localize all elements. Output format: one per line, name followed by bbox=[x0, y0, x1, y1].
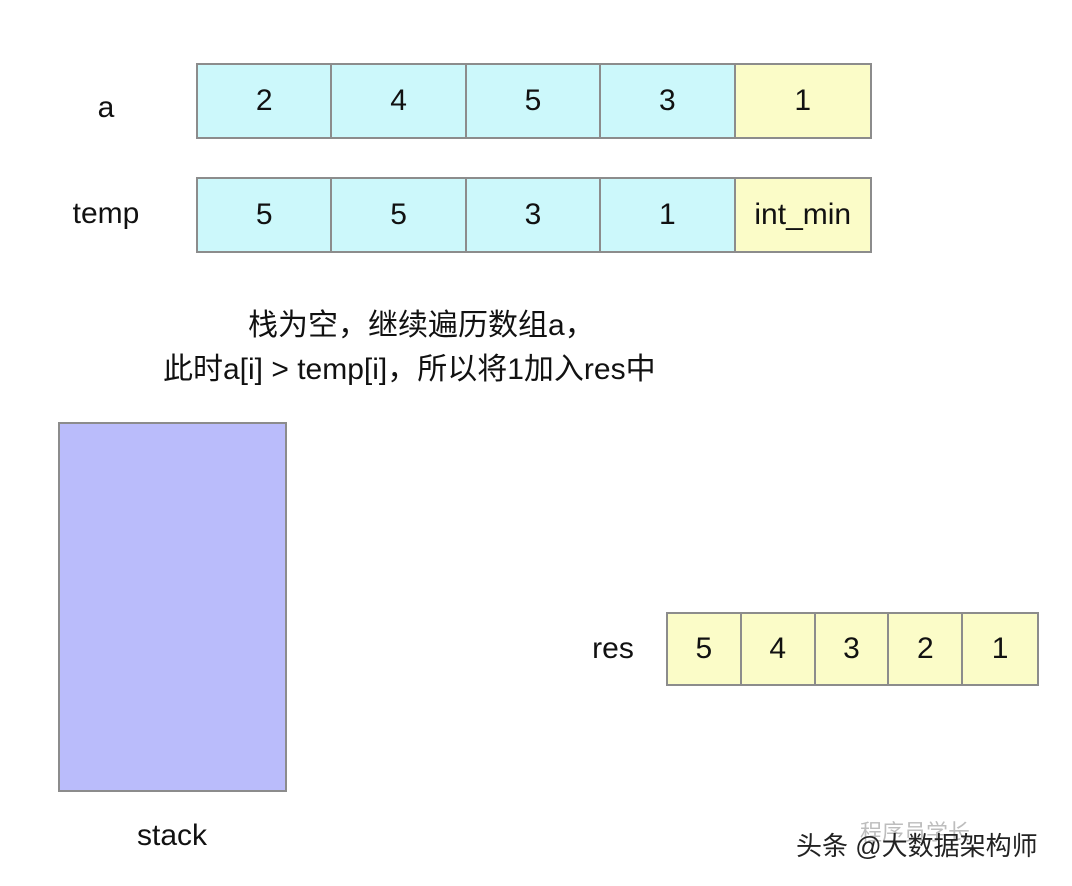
array-res-cell: 1 bbox=[963, 614, 1037, 684]
array-temp-cell: 3 bbox=[466, 179, 602, 251]
array-res: 5 4 3 2 1 bbox=[666, 612, 1039, 686]
array-temp: 5 5 3 1 int_min bbox=[196, 177, 872, 253]
array-res-cell: 3 bbox=[815, 614, 890, 684]
array-res-cell: 5 bbox=[668, 614, 742, 684]
caption-line-1: 栈为空，继续遍历数组a， bbox=[248, 309, 595, 342]
array-a-cell-current: 1 bbox=[735, 65, 870, 137]
stack-label: stack bbox=[136, 819, 208, 852]
stack-box bbox=[58, 422, 287, 792]
array-res-cell: 4 bbox=[741, 614, 816, 684]
caption-line-2: 此时a[i] > temp[i]，所以将1加入res中 bbox=[163, 353, 656, 386]
array-res-label: res bbox=[592, 632, 634, 665]
array-temp-cell: 5 bbox=[332, 179, 467, 251]
array-a-cell: 4 bbox=[332, 65, 467, 137]
array-temp-label: temp bbox=[72, 197, 140, 230]
array-a: 2 4 5 3 1 bbox=[196, 63, 872, 139]
array-a-cell: 2 bbox=[198, 65, 333, 137]
array-temp-cell: 5 bbox=[198, 179, 333, 251]
array-temp-cell-current: int_min bbox=[735, 179, 870, 251]
array-a-cell: 3 bbox=[601, 65, 736, 137]
watermark-faint-text: 程序员学长 bbox=[860, 820, 971, 845]
array-a-label: a bbox=[97, 91, 115, 124]
watermark-text: 头条 @大数据架构师 bbox=[796, 831, 1038, 861]
array-a-cell: 5 bbox=[466, 65, 602, 137]
array-temp-cell: 1 bbox=[601, 179, 736, 251]
array-res-cell: 2 bbox=[889, 614, 964, 684]
